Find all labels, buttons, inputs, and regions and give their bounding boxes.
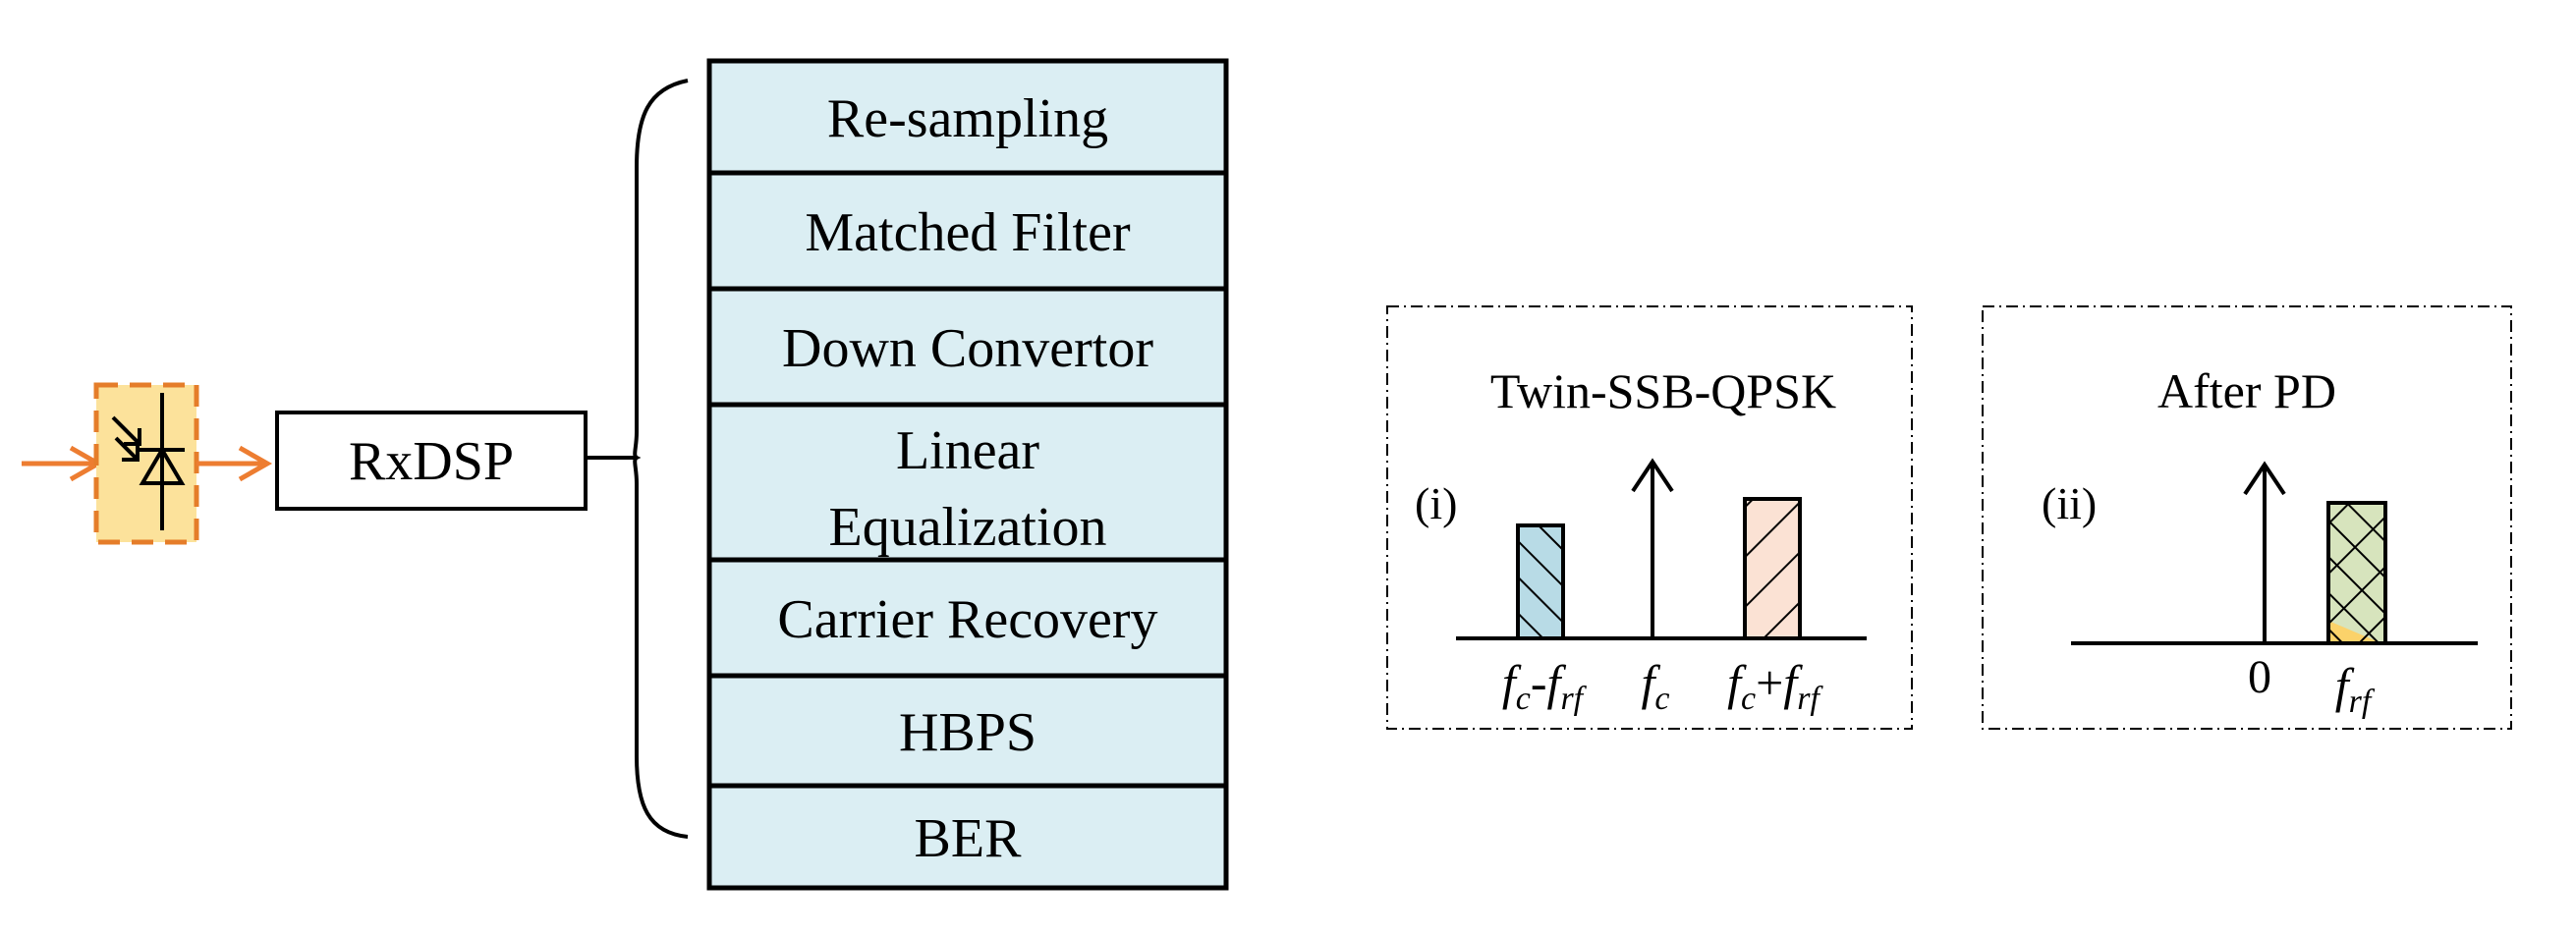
spectrum-ii-rf-band: [2326, 501, 2387, 645]
spectrum-ii-panel: After PD (ii) 0 frf: [1982, 305, 2512, 730]
dsp-step-label: Down Convertor: [782, 318, 1153, 379]
dsp-step-label: Carrier Recovery: [777, 589, 1157, 650]
spectrum-ii-zero-label: 0: [2248, 651, 2271, 703]
dsp-step-label: Re-sampling: [827, 88, 1108, 149]
dsp-step: Carrier Recovery: [706, 557, 1229, 679]
rxdsp-label: RxDSP: [349, 431, 514, 492]
dsp-step-label: Linear: [896, 420, 1039, 481]
photodiode-icon: [111, 393, 186, 530]
photodetector: [22, 382, 273, 545]
rxdsp-box: [275, 411, 588, 511]
spectrum-i-frame: [1386, 305, 1913, 730]
dsp-step: HBPS: [706, 673, 1229, 789]
spectrum-i-right-band: [1743, 497, 1802, 640]
spectrum-ii-frame: [1982, 305, 2512, 730]
spectrum-ii-tag: (ii): [2042, 478, 2097, 528]
dsp-step-label: HBPS: [899, 702, 1036, 763]
dsp-step: Matched Filter: [706, 170, 1229, 292]
spectrum-ii-dc-arrow: [2243, 461, 2286, 643]
dsp-step: Re-sampling: [706, 58, 1229, 176]
photodiode-box: [93, 382, 199, 545]
dsp-step-box: [706, 673, 1229, 789]
spectrum-i-carrier-arrow: [1631, 458, 1674, 638]
spectrum-i-tag: (i): [1415, 478, 1457, 528]
dsp-step-box: [706, 402, 1229, 563]
spectrum-i-right-label: fc+frf: [1727, 655, 1823, 717]
dsp-step-label: Matched Filter: [805, 202, 1131, 263]
spectrum-i-left-band: [1516, 523, 1565, 640]
dsp-step-label: Equalization: [828, 497, 1106, 558]
spectrum-ii-rf-label: frf: [2335, 658, 2376, 720]
dsp-step: Down Convertor: [706, 286, 1229, 408]
dsp-step-label: BER: [915, 808, 1023, 869]
spectrum-i-panel: Twin-SSB-QPSK (i) fc-frf fc fc+frf: [1386, 305, 1913, 730]
dsp-step-box: [706, 783, 1229, 891]
spectrum-i-left-label: fc-frf: [1502, 655, 1588, 717]
spectrum-i-title: Twin-SSB-QPSK: [1490, 363, 1836, 418]
spectrum-ii-title: After PD: [2157, 363, 2336, 418]
output-arrow-head: [238, 445, 273, 482]
curly-brace: [633, 79, 689, 839]
dsp-step-box: [706, 170, 1229, 292]
dsp-step: BER: [706, 783, 1229, 891]
rxdsp-block: RxDSP: [275, 411, 637, 511]
spectrum-i-center-label: fc: [1642, 655, 1670, 717]
